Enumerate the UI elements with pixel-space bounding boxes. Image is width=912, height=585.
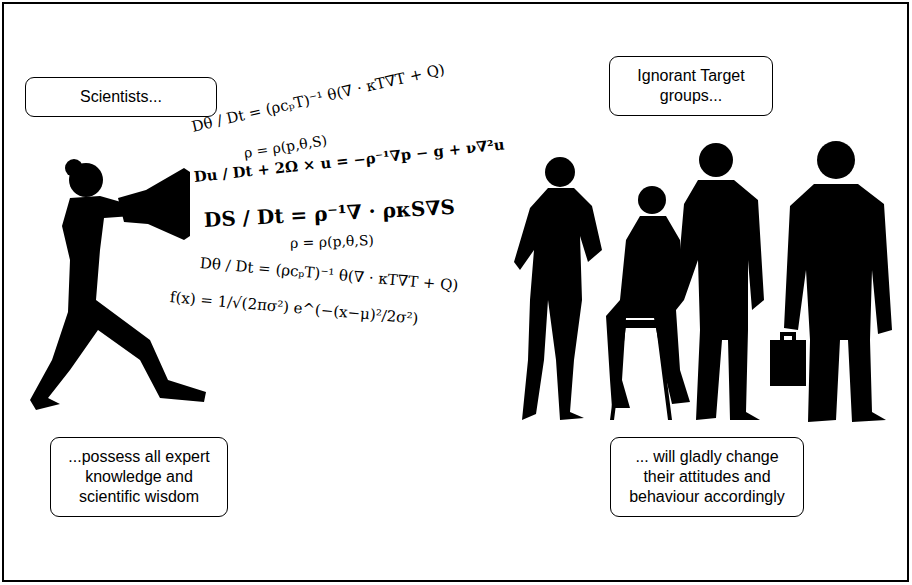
equation: f(x) = 1/√(2πσ²) e^(−(x−μ)²/2σ²) — [169, 290, 419, 327]
equation: Dθ / Dt = (ρcₚT)⁻¹ θ(∇ · κT∇T + Q) — [190, 62, 446, 135]
audience-silhouettes — [514, 141, 892, 422]
equation: Dθ / Dt = (ρcₚT)⁻¹ θ(∇ · κT∇T + Q) — [199, 256, 459, 294]
equation: Du / Dt + 2Ω × u = −ρ⁻¹∇p − g + ν∇²u — [193, 137, 505, 184]
box-text: ... will gladly change their attitudes a… — [621, 447, 793, 507]
text-box: Ignorant Target groups... — [609, 56, 773, 116]
box-text: ...possess all expert knowledge and scie… — [61, 447, 217, 507]
equation: ρ = ρ(p,θ,S) — [290, 233, 374, 250]
box-text: Scientists... — [36, 87, 206, 107]
box-text: Ignorant Target groups... — [620, 66, 762, 106]
text-box: Scientists... — [25, 77, 217, 117]
scientist-silhouette — [30, 159, 206, 410]
equation: ρ = ρ(p,θ,S) — [243, 133, 328, 160]
text-box: ... will gladly change their attitudes a… — [610, 437, 804, 517]
frame — [3, 3, 908, 581]
equation: DS / Dt = ρ⁻¹∇ · ρκS∇S — [203, 197, 455, 230]
text-box: ...possess all expert knowledge and scie… — [50, 437, 228, 517]
